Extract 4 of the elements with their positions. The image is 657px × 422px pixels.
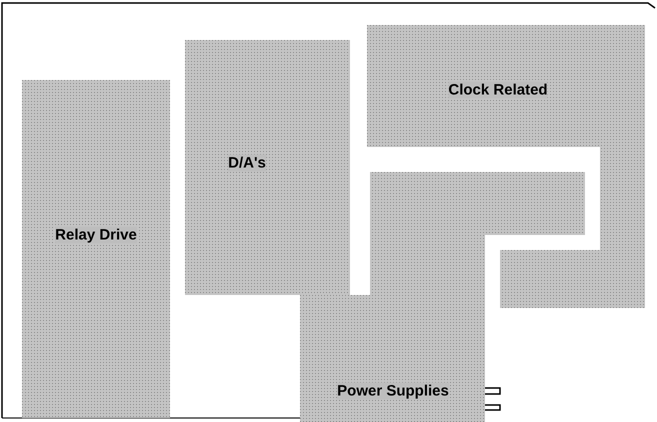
region-label: Clock Related bbox=[448, 82, 548, 98]
region-label: Relay Drive bbox=[55, 226, 137, 244]
region-label: Power Supplies bbox=[337, 382, 449, 400]
region-label: D/A's bbox=[228, 154, 266, 172]
